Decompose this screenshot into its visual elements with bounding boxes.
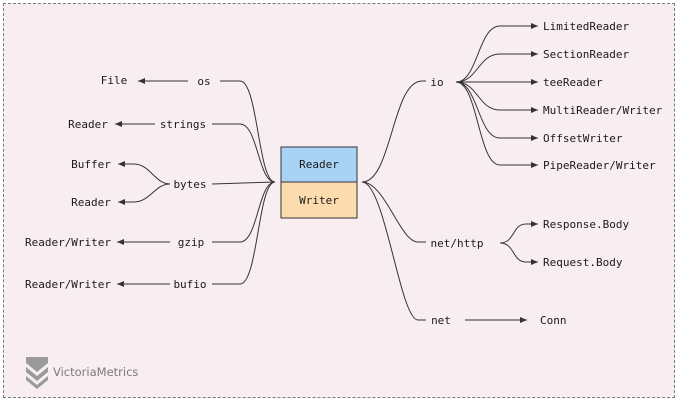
pkg-net: net: [431, 314, 451, 327]
edge-io-to-multireaderwriter: [455, 81, 538, 113]
type-http-requestbody: Request.Body: [543, 256, 623, 269]
pkg-gzip: gzip: [178, 236, 205, 249]
edge-io-to-offsetwriter: [455, 81, 538, 141]
pkg-os: os: [197, 75, 210, 88]
edge-center-to-bytes: [211, 181, 276, 185]
type-io-multireaderwriter: MultiReader/Writer: [543, 104, 663, 117]
reader-box-label: Reader: [299, 158, 339, 171]
edge-center-to-net: [361, 181, 426, 321]
edge-bytes-to-buffer: [118, 161, 171, 185]
brand-name: VictoriaMetrics: [53, 365, 138, 379]
pkg-bytes: bytes: [173, 178, 206, 191]
type-io-pipereaderwriter: PipeReader/Writer: [543, 159, 656, 172]
pkg-io: io: [430, 76, 443, 89]
type-io-limitedreader: LimitedReader: [543, 20, 629, 33]
edge-center-to-os: [220, 80, 276, 183]
edge-center-to-nethttp: [361, 181, 426, 243]
edge-center-to-gzip: [212, 181, 276, 243]
type-io-offsetwriter: OffsetWriter: [543, 132, 623, 145]
type-bytes-buffer: Buffer: [71, 158, 111, 171]
edge-io-to-pipereaderwriter: [455, 81, 538, 168]
edge-nethttp-to-responsebody: [499, 221, 538, 244]
type-gzip-readerwriter: Reader/Writer: [25, 236, 111, 249]
edge-center-to-bufio: [212, 181, 276, 285]
type-bytes-reader: Reader: [71, 196, 111, 209]
pkg-bufio: bufio: [173, 278, 206, 291]
type-bufio-readerwriter: Reader/Writer: [25, 278, 111, 291]
type-net-conn: Conn: [540, 314, 567, 327]
type-os-file: File: [101, 74, 128, 87]
writer-box-label: Writer: [299, 194, 339, 207]
edge-nethttp-to-requestbody: [499, 242, 538, 265]
type-io-teereader: teeReader: [543, 76, 603, 89]
edge-io-to-limitedreader: [455, 23, 538, 83]
writer-box: [280, 181, 358, 219]
edge-bytes-to-reader: [118, 183, 171, 205]
edge-center-to-io: [361, 80, 426, 183]
pkg-nethttp: net/http: [431, 237, 484, 250]
type-strings-reader: Reader: [68, 118, 108, 131]
pkg-strings: strings: [160, 118, 206, 131]
edge-io-to-sectionreader: [455, 51, 538, 83]
type-http-responsebody: Response.Body: [543, 218, 629, 231]
victoriametrics-logo-icon: [26, 357, 48, 389]
reader-box: [280, 146, 358, 183]
edge-center-to-strings: [212, 123, 276, 183]
type-io-sectionreader: SectionReader: [543, 48, 629, 61]
